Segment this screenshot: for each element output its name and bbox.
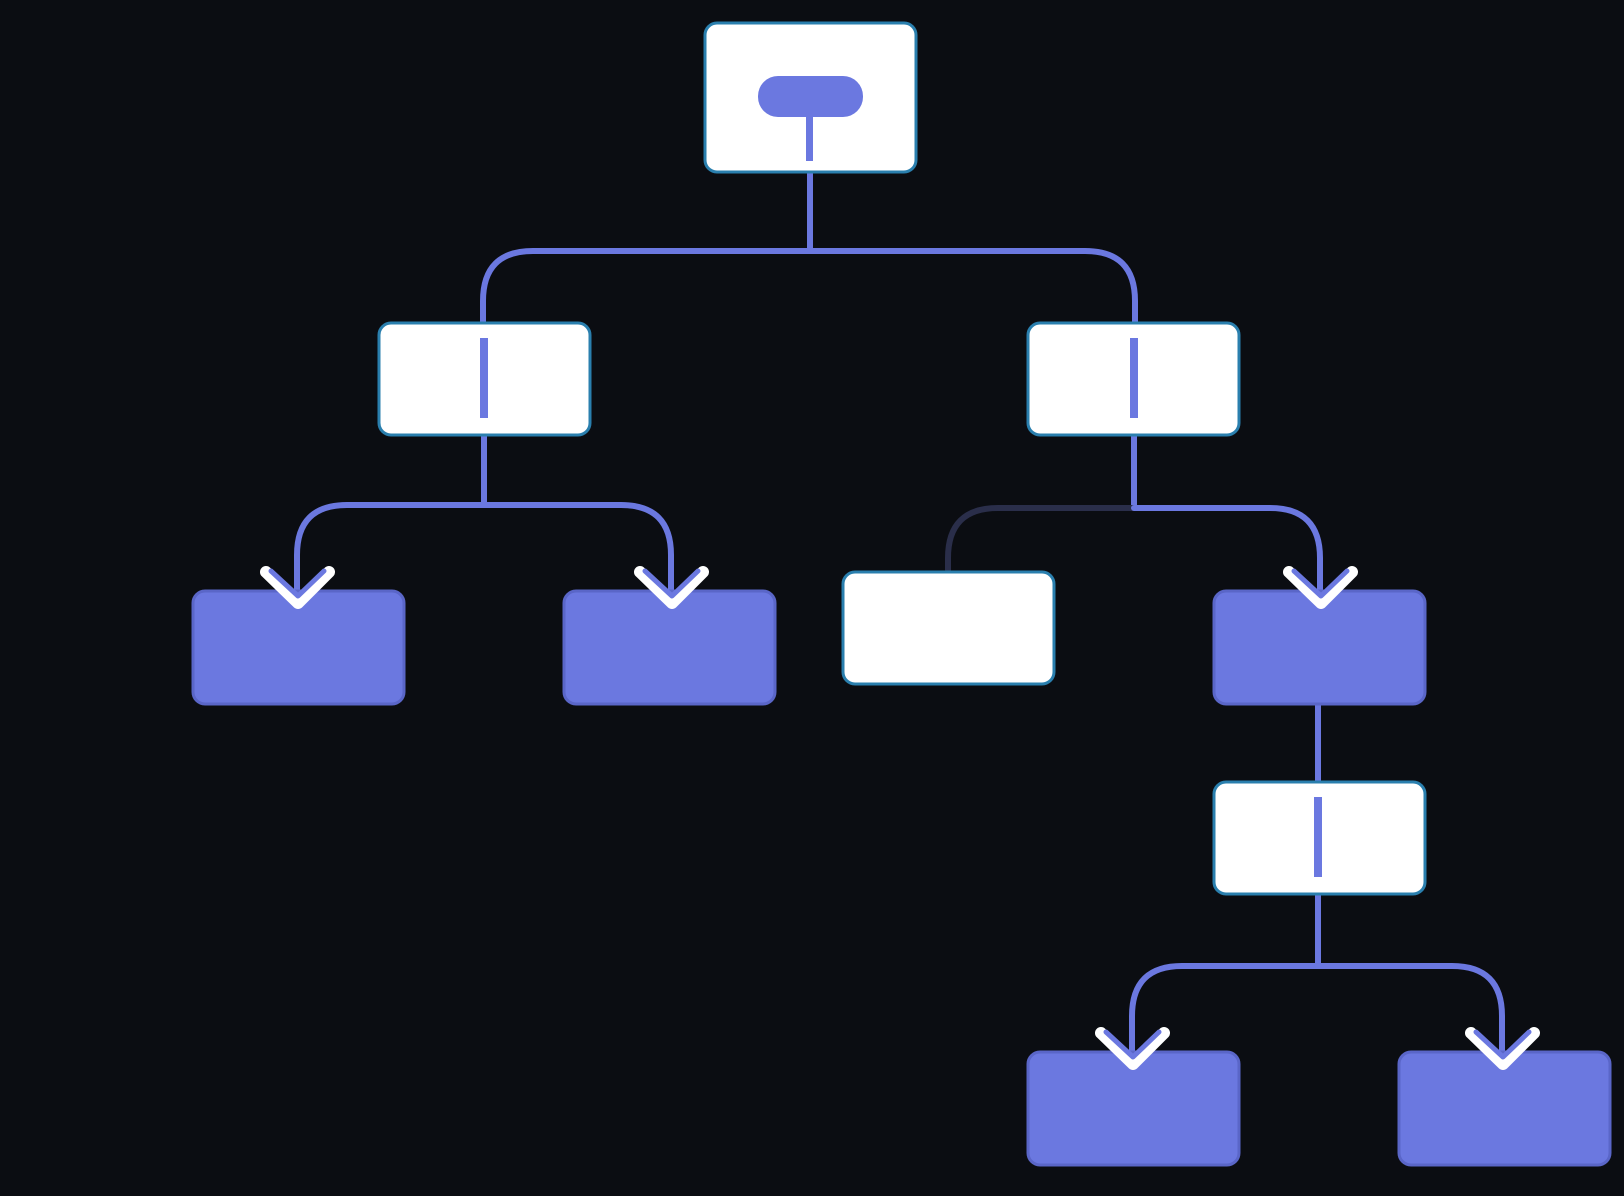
node-left[interactable] (377, 321, 592, 437)
edge-root-to-left (480, 248, 813, 325)
chevron-down-icon (1095, 1027, 1170, 1070)
vertical-bar-icon (480, 338, 488, 418)
node-right-empty[interactable] (841, 570, 1056, 686)
node-right-accent[interactable] (1212, 589, 1427, 706)
edge-left-to-leaf-2 (481, 502, 674, 598)
edge-right-to-empty (945, 505, 1137, 573)
root-pill-icon (758, 76, 863, 161)
arrowheads (260, 566, 1540, 1070)
node-deep-leaf-1[interactable] (1026, 1050, 1241, 1167)
node-deep[interactable] (1212, 780, 1427, 896)
chevron-down-icon (260, 566, 335, 609)
edge-deep-to-leaf-2 (1315, 963, 1505, 1059)
chevron-down-icon (1283, 566, 1358, 609)
vertical-bar-icon (1314, 797, 1322, 877)
edge-right-to-accent (1131, 505, 1323, 598)
edge-left-to-leaf-1 (294, 502, 487, 598)
node-right[interactable] (1026, 321, 1241, 437)
node-deep-leaf-2[interactable] (1397, 1050, 1612, 1167)
chevron-down-icon (1465, 1027, 1540, 1070)
edge-deep-to-leaf-1 (1129, 963, 1321, 1059)
connectors (294, 169, 1505, 1059)
edge-root-to-right (807, 248, 1138, 325)
chevron-down-icon (634, 566, 709, 609)
node-left-leaf-1[interactable] (191, 589, 406, 706)
node-root[interactable] (703, 21, 918, 174)
vertical-bar-icon (1130, 338, 1138, 418)
